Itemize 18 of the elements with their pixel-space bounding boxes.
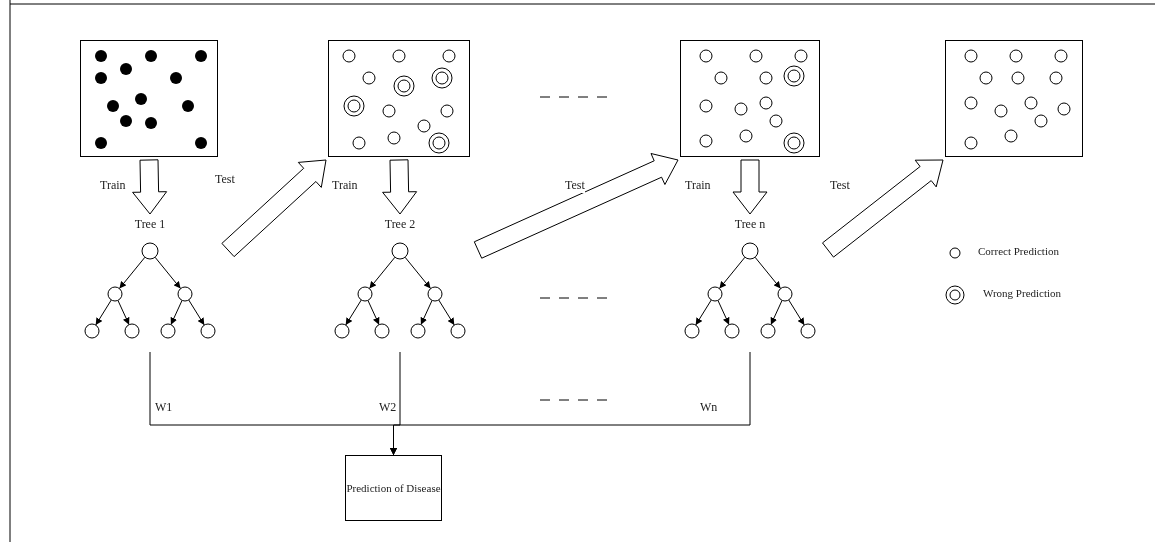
tree-label: Tree 2 (383, 217, 417, 232)
tree-label: Tree 1 (133, 217, 167, 232)
block-arrow (221, 159, 327, 258)
block-arrow (473, 153, 679, 259)
dataset-box (80, 40, 218, 157)
block-arrow (382, 159, 418, 215)
block-arrow (822, 159, 944, 258)
legend-label: Correct Prediction (978, 245, 1059, 257)
connector-line (390, 351, 751, 456)
legend-label: Wrong Prediction (983, 287, 1062, 299)
process-box: Prediction of Disease (345, 455, 442, 521)
dataset-box (945, 40, 1083, 157)
edge-label: Test (565, 178, 585, 193)
block-arrow (132, 159, 168, 215)
dataset-box (680, 40, 820, 157)
dataset-box (328, 40, 470, 157)
block-arrow (732, 159, 768, 215)
tree-label: Tree n (733, 217, 767, 232)
